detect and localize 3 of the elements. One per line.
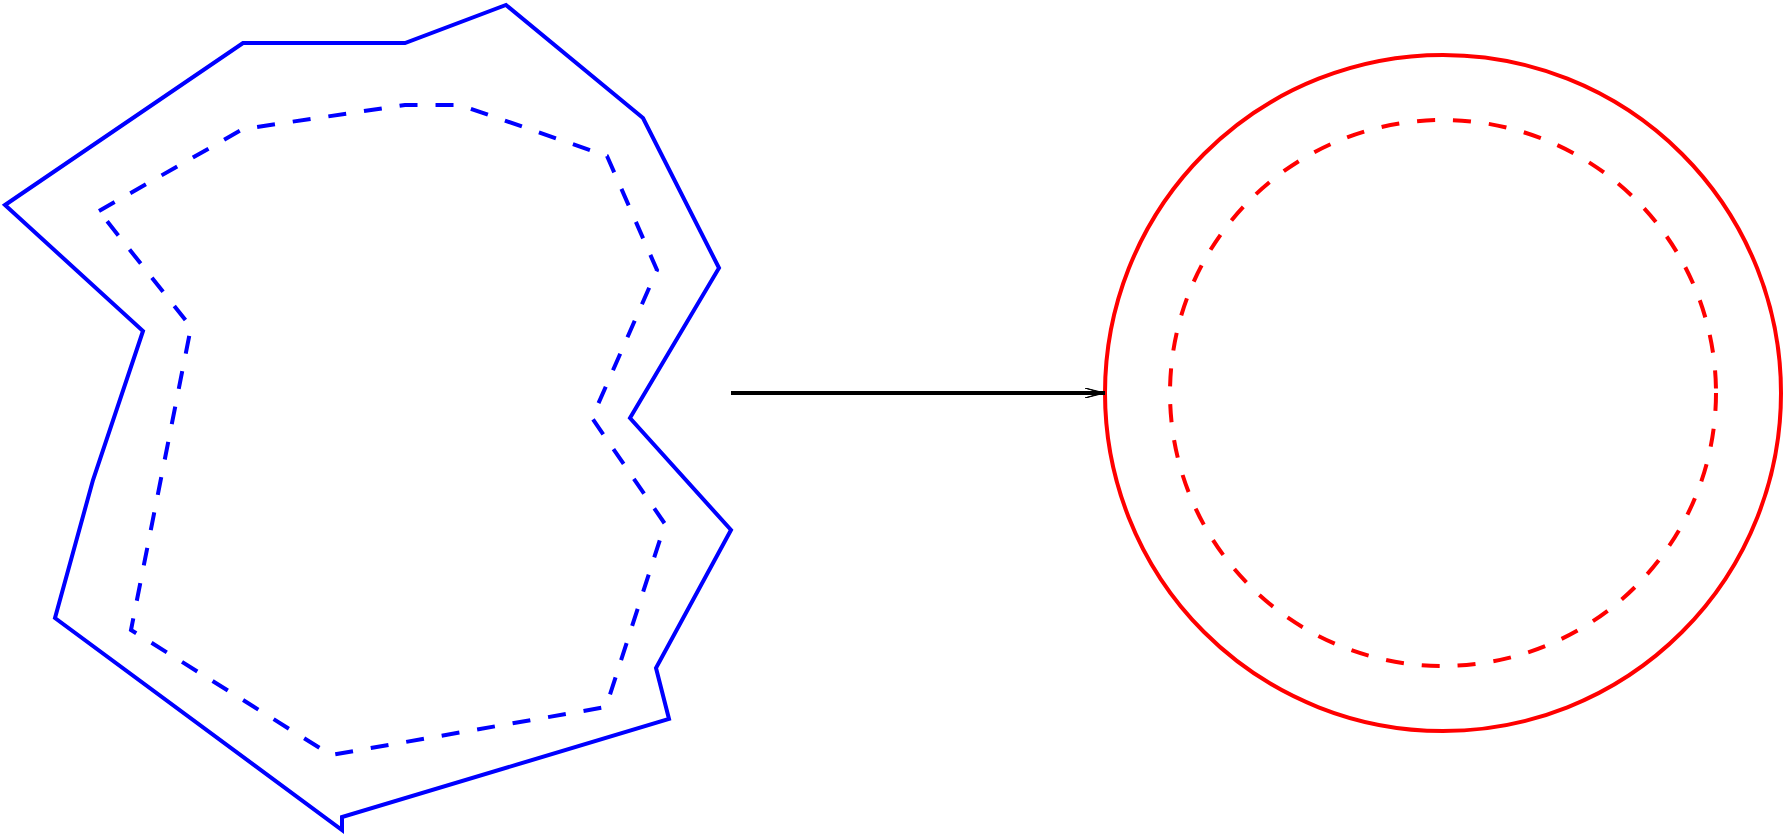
circle-outline — [1105, 55, 1781, 731]
dashed-circle-outline — [1170, 120, 1716, 666]
arrow — [731, 387, 1106, 399]
